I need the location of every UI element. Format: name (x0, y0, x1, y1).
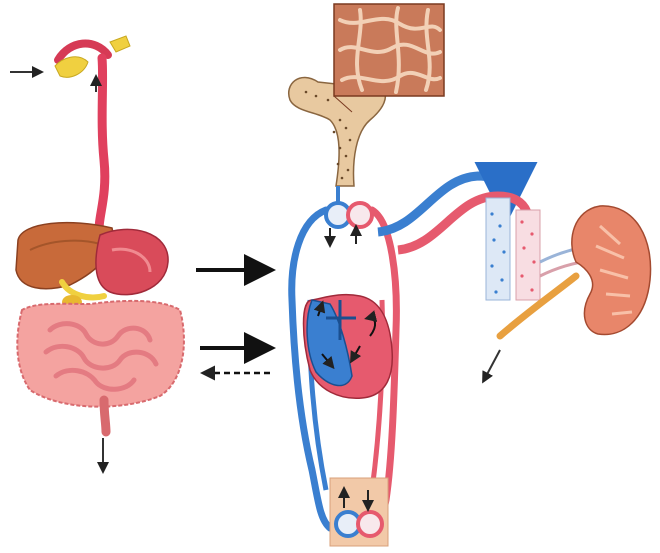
tissue-capillary-bed (330, 478, 388, 546)
urine-excretion-arrow (484, 350, 500, 380)
renal-vessels (378, 176, 594, 300)
kidney-illustration (572, 206, 651, 335)
heart-illustration (304, 295, 393, 399)
digestive-system-illustration (16, 36, 184, 432)
trabecular-bone-inset (334, 4, 444, 112)
